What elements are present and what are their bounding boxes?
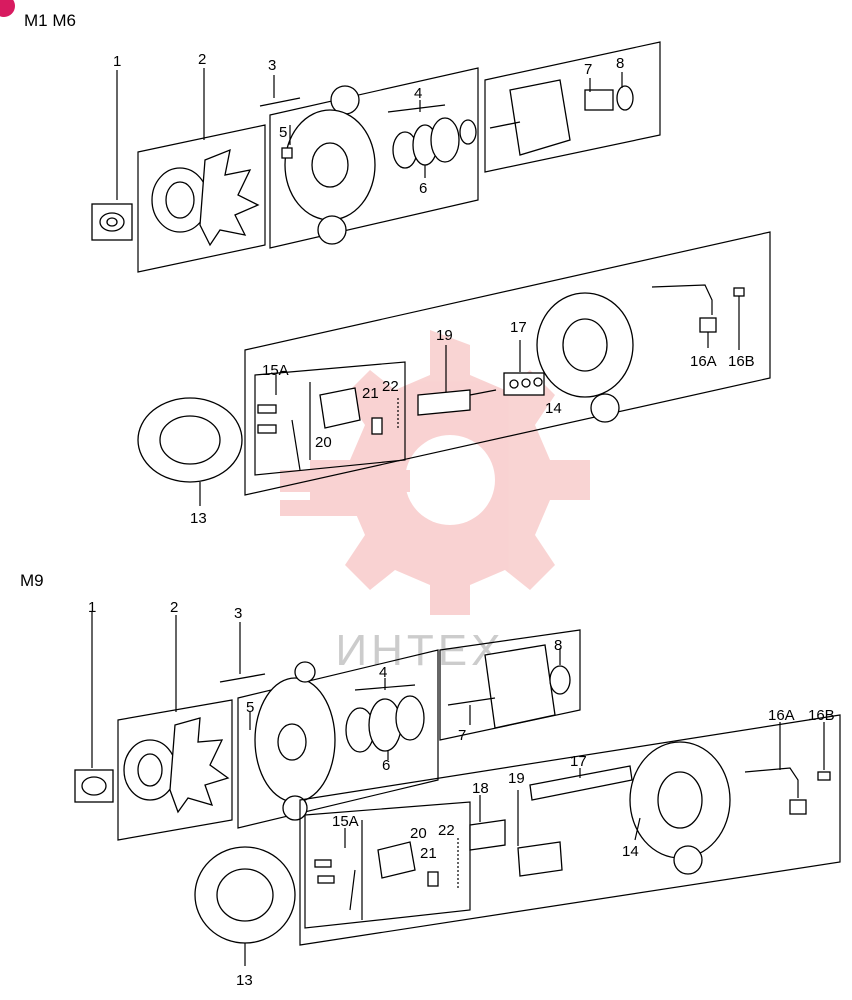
- label-14-bottom: 14: [622, 843, 639, 860]
- part-14-rear-housing-bottom: [629, 741, 731, 875]
- part-front-housing-bottom: [237, 649, 439, 829]
- part-15a-brush-holder-top: [254, 361, 406, 476]
- part-4-bearing-top: [387, 100, 477, 178]
- part-rear-assembly-box-bottom: [299, 714, 841, 946]
- section-title-bottom: M9: [20, 571, 44, 590]
- label-21-top: 21: [362, 385, 379, 402]
- label-13-top: 13: [190, 510, 207, 527]
- label-19-bottom: 19: [508, 770, 525, 787]
- part-18-diode-bottom: [469, 795, 506, 851]
- part-rotor-bottom: [439, 629, 581, 741]
- label-22-bottom: 22: [438, 822, 455, 839]
- part-3-bolt-bottom: [219, 622, 266, 683]
- watermark-logo: [280, 330, 590, 615]
- label-8-top: 8: [616, 55, 624, 72]
- part-17-insulator-top: [503, 340, 545, 396]
- label-6-bottom: 6: [382, 757, 390, 774]
- part-13-stator-bottom: [194, 846, 296, 966]
- label-1-top: 1: [113, 53, 121, 70]
- label-15a-top: 15A: [262, 362, 289, 379]
- label-17-top: 17: [510, 319, 527, 336]
- corner-badge: [0, 0, 15, 17]
- label-8-bottom: 8: [554, 637, 562, 654]
- label-16a-bottom: 16A: [768, 707, 795, 724]
- section-title-top: M1 M6: [24, 11, 76, 30]
- label-22-top: 22: [382, 378, 399, 395]
- label-1-bottom: 1: [88, 599, 96, 616]
- part-14-rear-housing-top: [536, 292, 634, 423]
- part-19-rectifier-bottom: [517, 790, 563, 877]
- label-20-bottom: 20: [410, 825, 427, 842]
- label-7-top: 7: [584, 61, 592, 78]
- part-16a-terminal-top: [651, 284, 717, 348]
- part-16b-bolt-top: [733, 287, 745, 350]
- label-13-bottom: 13: [236, 972, 253, 989]
- part-15a-brush-holder-bottom: [304, 801, 471, 929]
- part-17-insulator-bottom: [529, 765, 633, 801]
- part-3-bolt-top: [259, 75, 301, 107]
- part-4-bearing-bottom: [345, 678, 425, 760]
- label-16b-bottom: 16B: [808, 707, 835, 724]
- label-21-bottom: 21: [420, 845, 437, 862]
- label-16a-top: 16A: [690, 353, 717, 370]
- part-1-nut-bottom: [74, 612, 114, 803]
- part-13-stator-top: [137, 397, 243, 506]
- label-17-bottom: 17: [570, 753, 587, 770]
- label-16b-top: 16B: [728, 353, 755, 370]
- label-4-bottom: 4: [379, 664, 387, 681]
- label-3-top: 3: [268, 57, 276, 74]
- label-5-top: 5: [279, 124, 287, 141]
- label-20-top: 20: [315, 434, 332, 451]
- label-14-top: 14: [545, 400, 562, 417]
- watermark-text: ИНТЕХ: [336, 626, 505, 675]
- part-16b-screw-bottom: [817, 722, 831, 781]
- label-5-bottom: 5: [246, 699, 254, 716]
- label-7-bottom: 7: [458, 727, 466, 744]
- label-6-top: 6: [419, 180, 427, 197]
- part-2-pulley-fan-bottom: [117, 615, 233, 841]
- label-2-bottom: 2: [170, 599, 178, 616]
- part-1-nut-top: [91, 70, 133, 241]
- part-rotor-top: [484, 41, 661, 173]
- label-2-top: 2: [198, 51, 206, 68]
- part-2-pulley-fan-top: [137, 68, 266, 273]
- part-16a-terminal-bottom: [744, 722, 807, 815]
- label-18-bottom: 18: [472, 780, 489, 797]
- part-rear-assembly-box-top: [244, 231, 771, 496]
- label-3-bottom: 3: [234, 605, 242, 622]
- label-19-top: 19: [436, 327, 453, 344]
- part-19-rectifier-top: [417, 345, 497, 416]
- part-front-housing-top: [269, 67, 479, 249]
- label-4-top: 4: [414, 85, 422, 102]
- label-15a-bottom: 15A: [332, 813, 359, 830]
